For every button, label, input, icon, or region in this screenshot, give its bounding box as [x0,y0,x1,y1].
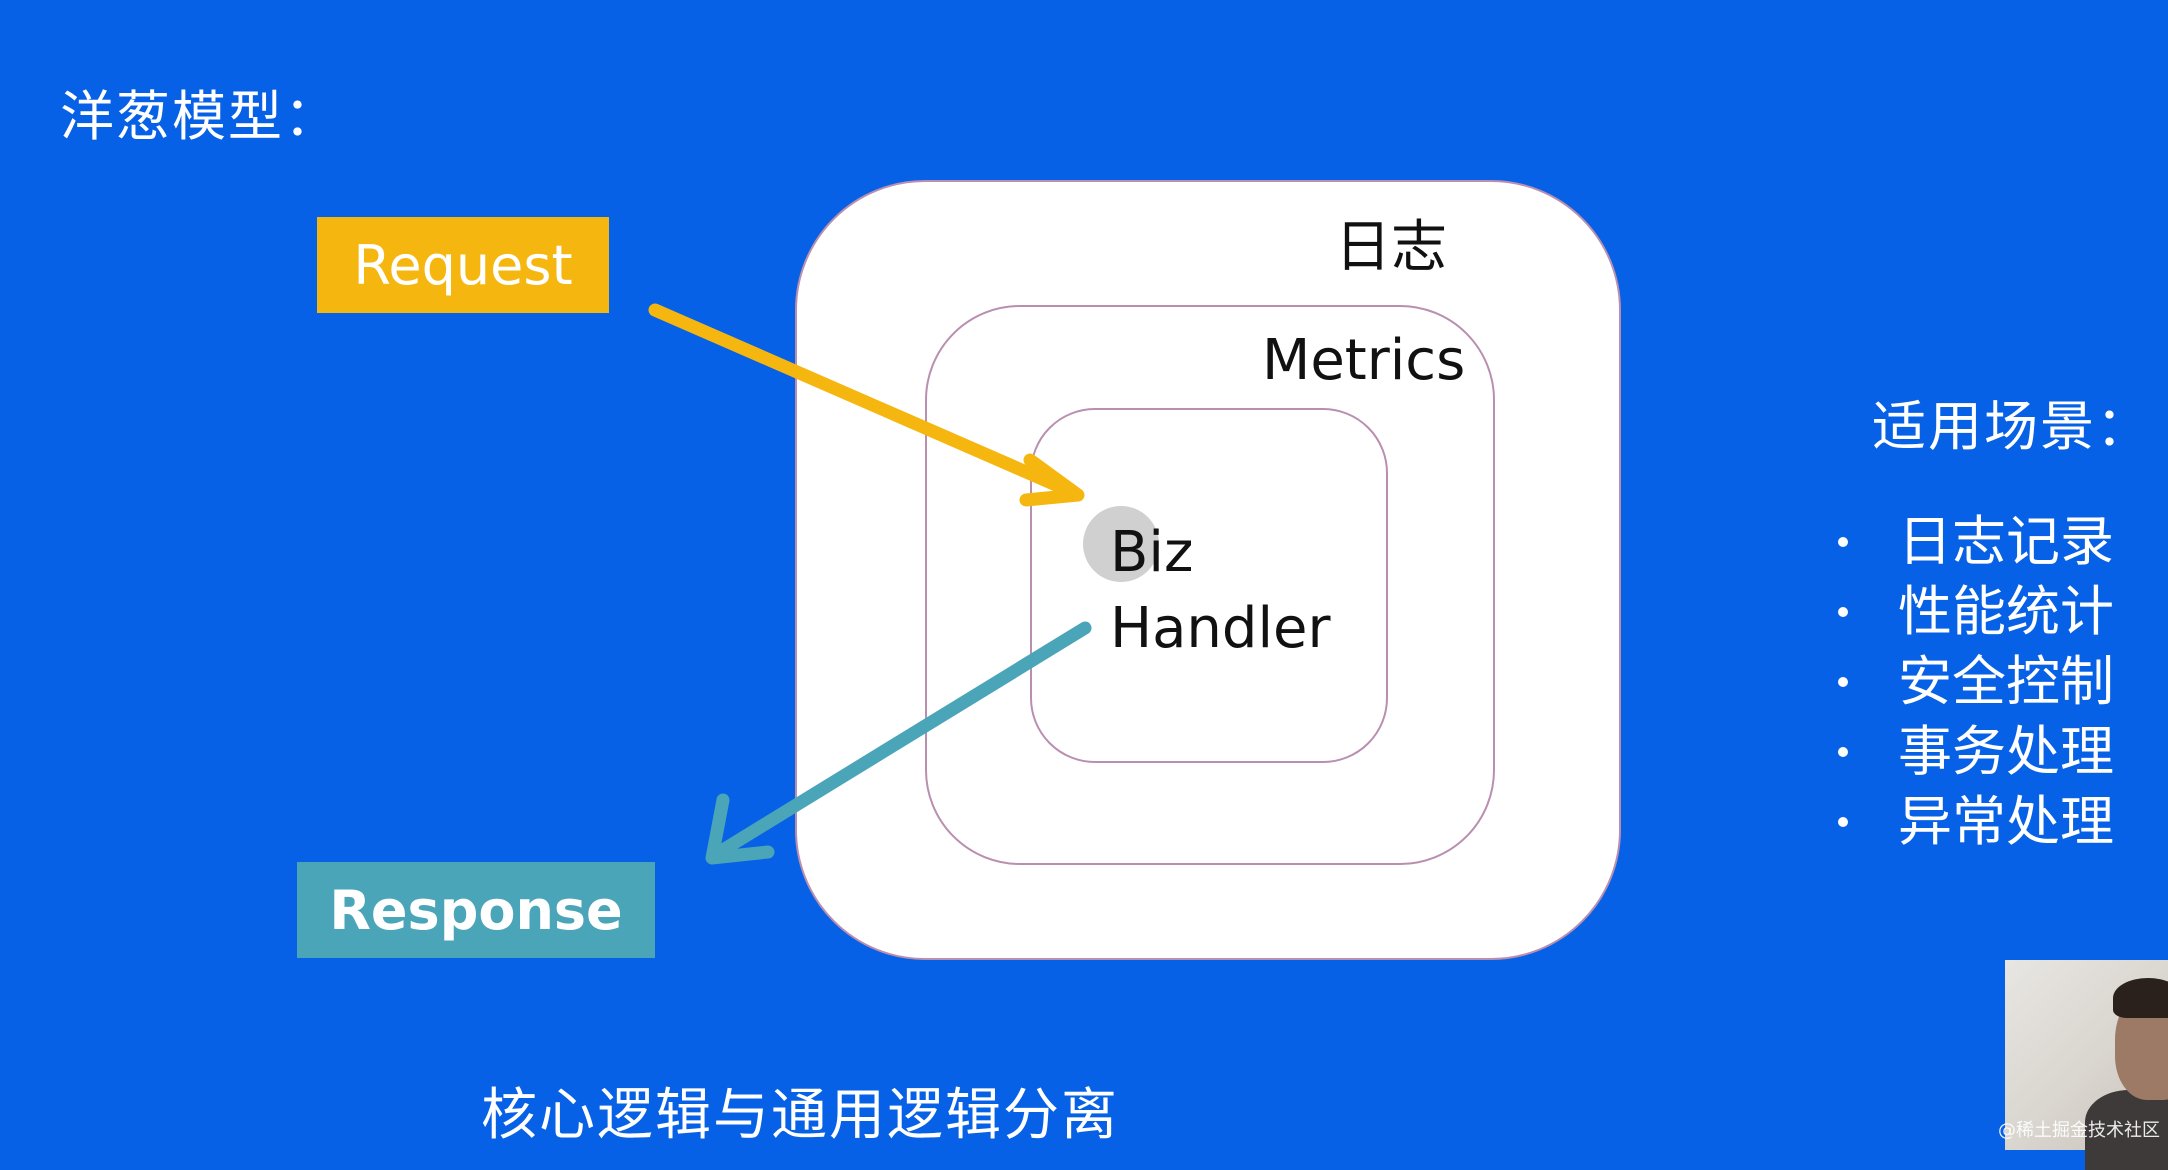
bullet-icon [1838,747,1848,757]
watermark: @稀土掘金技术社区 [1998,1120,2160,1141]
bullet-icon [1838,817,1848,827]
request-label: Request [353,233,573,297]
list-item: 性能统计 [1830,577,2150,647]
list-item: 日志记录 [1830,507,2150,577]
inner-layer-ring [1030,408,1388,763]
bullet-icon [1838,607,1848,617]
cursor-indicator [1083,506,1159,582]
request-box: Request [317,217,609,313]
outer-layer-ring [795,180,1621,960]
scenarios-list: 日志记录 性能统计 安全控制 事务处理 异常处理 [1830,507,2150,857]
response-box: Response [297,862,655,958]
list-item: 安全控制 [1830,647,2150,717]
page-title: 洋葱模型： [60,85,340,148]
middle-layer-label: Metrics [1262,328,1466,393]
inner-layer-label: Biz Handler [1110,515,1331,667]
scenarios-title: 适用场景： [1872,395,2152,458]
bullet-icon [1838,537,1848,547]
outer-layer-label: 日志 [1335,215,1447,280]
response-arrow [705,621,1092,865]
request-arrow [648,303,1085,507]
footer-caption: 核心逻辑与通用逻辑分离 [481,1083,1119,1148]
webcam-hair [2113,978,2168,1018]
inner-layer-label-line1: Biz [1110,520,1194,585]
bullet-icon [1838,677,1848,687]
list-item: 异常处理 [1830,787,2150,857]
inner-layer-label-line2: Handler [1110,596,1331,661]
list-item: 事务处理 [1830,717,2150,787]
scenarios-panel: 适用场景： 日志记录 性能统计 安全控制 事务处理 异常处理 [1830,382,2150,857]
response-label: Response [329,878,623,942]
middle-layer-ring [925,305,1495,865]
